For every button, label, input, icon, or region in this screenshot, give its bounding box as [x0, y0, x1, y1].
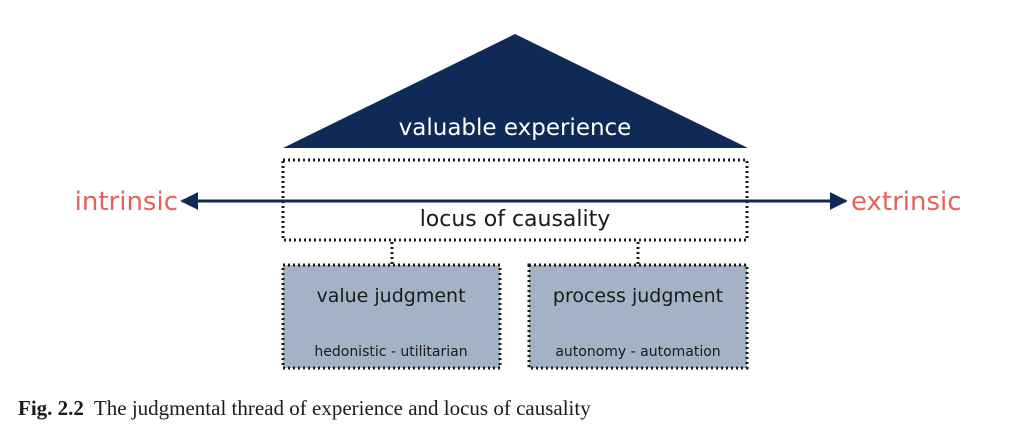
roof-triangle [283, 34, 748, 148]
process-judgment-box [527, 263, 749, 370]
locus-box [281, 158, 749, 242]
value-judgment-subtitle: hedonistic - utilitarian [314, 344, 467, 360]
value-judgment-box [281, 263, 502, 370]
figure-caption-text: The judgmental thread of experience and … [93, 396, 591, 420]
figure-caption: Fig. 2.2 The judgmental thread of experie… [18, 396, 591, 421]
value-judgment-title: value judgment [316, 285, 465, 307]
roof-label: valuable experience [399, 115, 632, 141]
process-judgment-subtitle: autonomy - automation [555, 344, 720, 360]
axis-label-intrinsic: intrinsic [75, 187, 178, 217]
locus-label: locus of causality [420, 207, 611, 232]
process-judgment-title: process judgment [553, 285, 723, 307]
axis-label-extrinsic: extrinsic [851, 187, 962, 217]
judgment-diagram: valuable experience intrinsic extrinsic … [75, 34, 962, 370]
figure-number: Fig. 2.2 [18, 396, 84, 420]
